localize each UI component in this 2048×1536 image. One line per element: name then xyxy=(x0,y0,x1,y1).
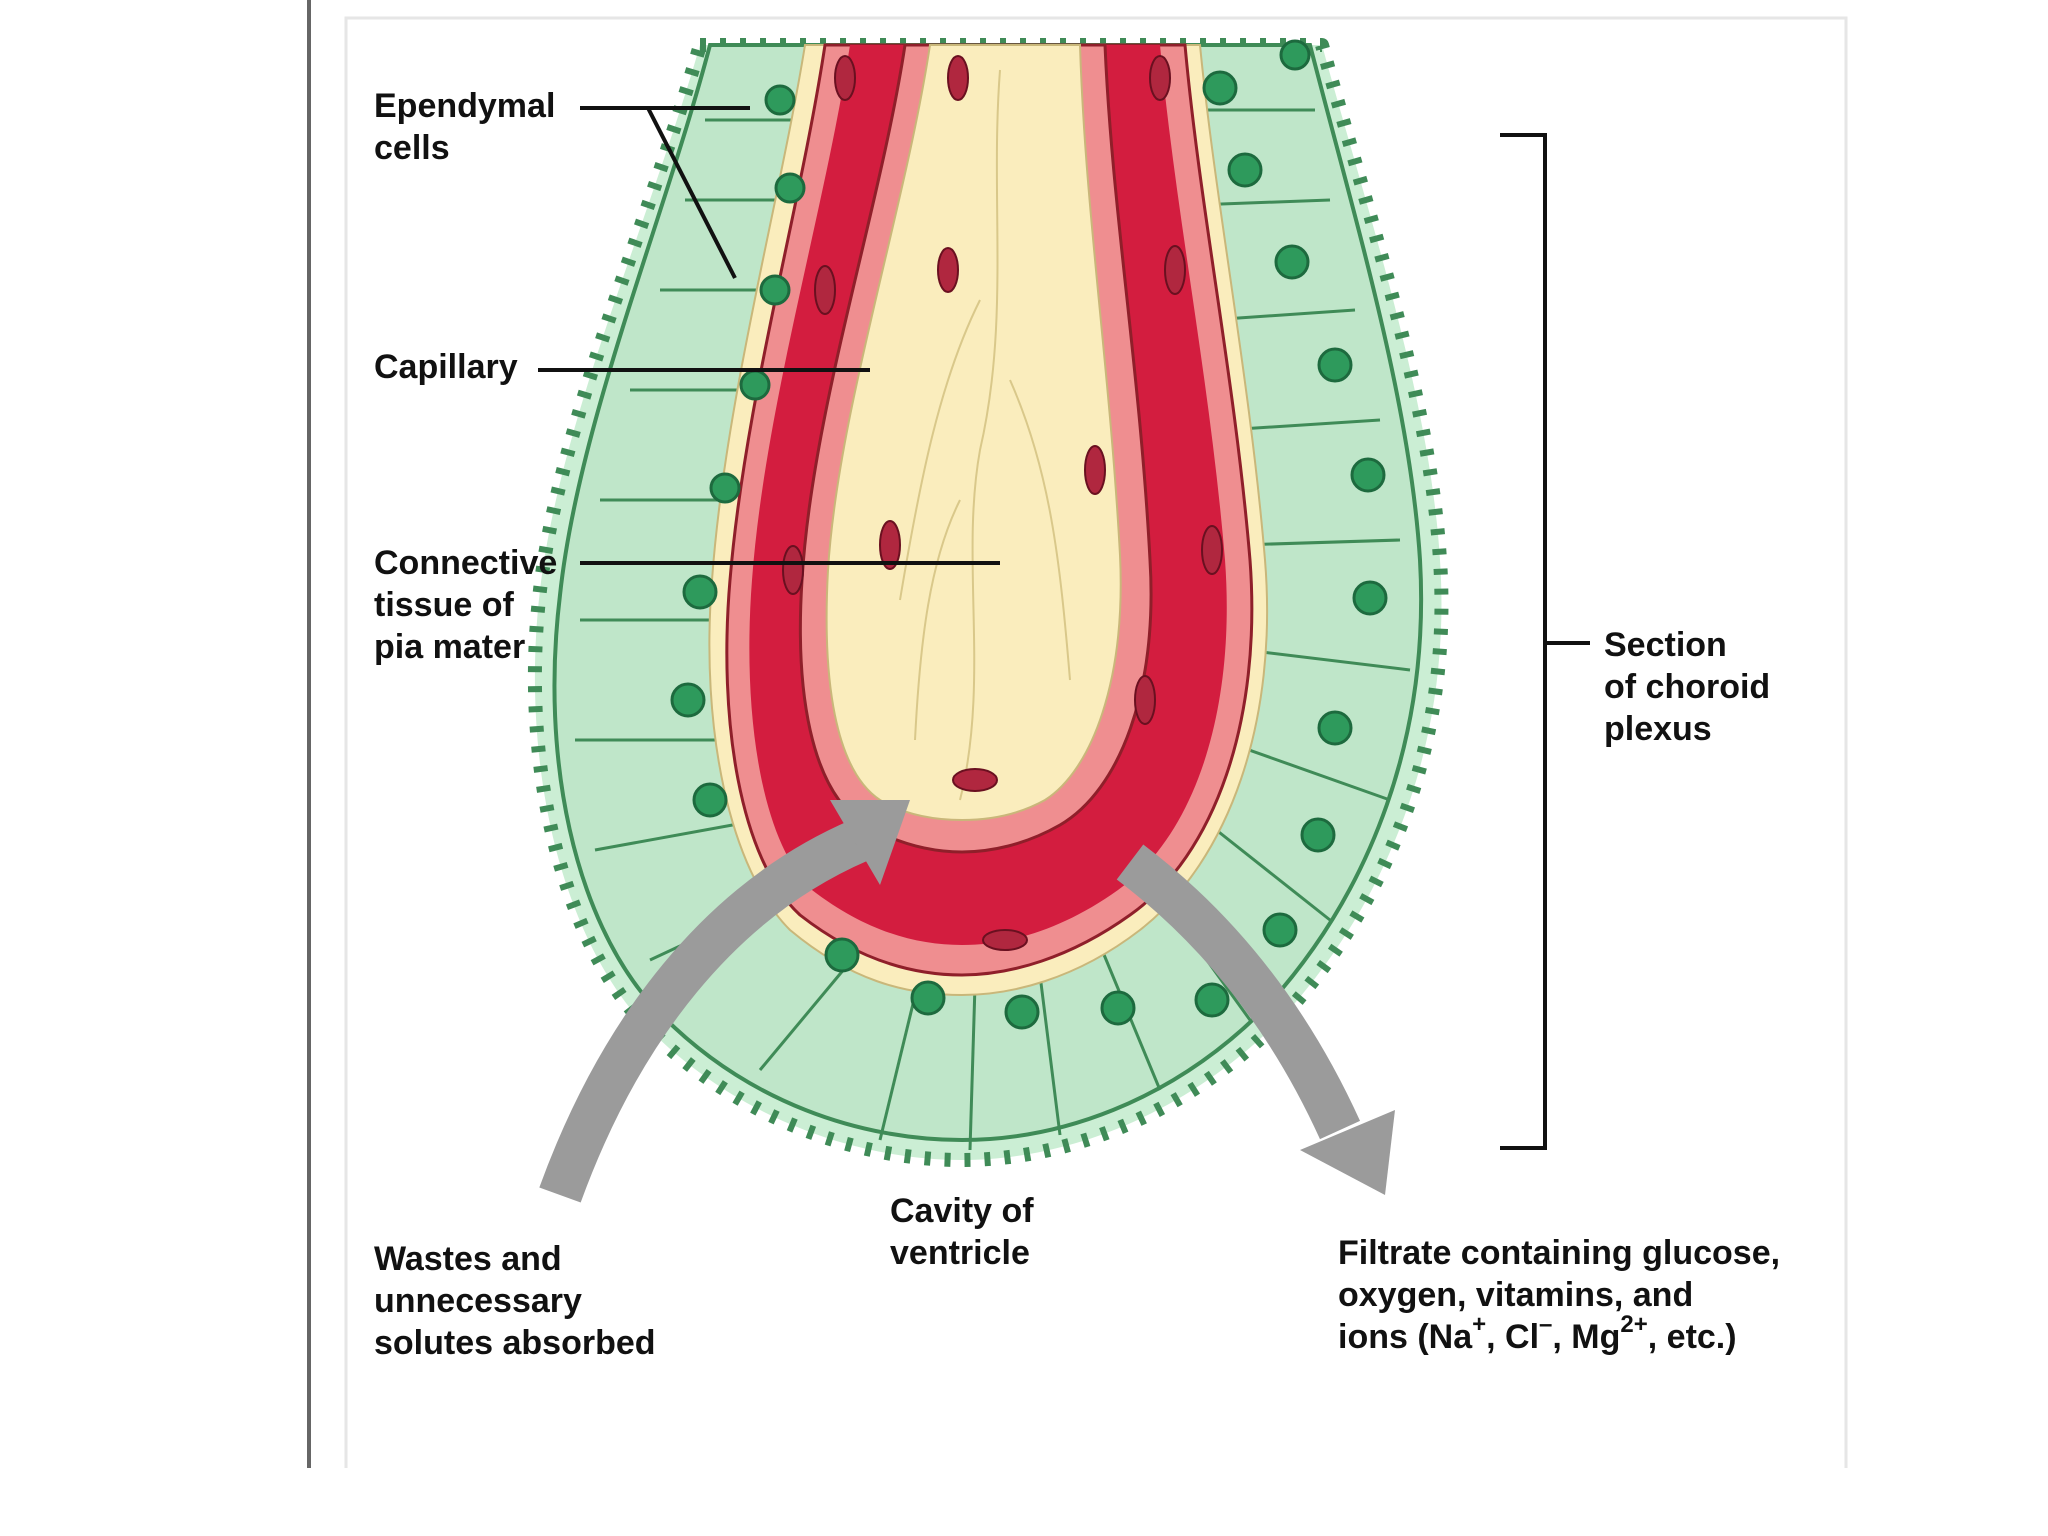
filtrate-label: Filtrate containing glucose, oxygen, vit… xyxy=(1338,1234,1781,1356)
connective-tissue-label: Connective tissue of pia mater xyxy=(374,544,558,666)
endothelial-nuclei xyxy=(782,55,1223,951)
ependymal-cells-label: Ependymal cells xyxy=(374,87,556,167)
ependymal-leader-diag xyxy=(646,107,737,279)
capillary-label: Capillary xyxy=(374,348,518,386)
absorption-arrow xyxy=(539,800,910,1203)
connective-fibers xyxy=(899,69,1071,801)
capillary xyxy=(725,43,1254,977)
core-connective xyxy=(825,44,1122,822)
leader-lines xyxy=(538,106,1590,1150)
wastes-label: Wastes and unnecessary solutes absorbed xyxy=(374,1240,656,1362)
secretion-arrow xyxy=(1116,844,1395,1195)
ventricle-cavity-label: Cavity of ventricle xyxy=(890,1192,1034,1272)
ependymal-nuclei xyxy=(670,39,1388,1030)
figure-frame xyxy=(307,0,1848,1468)
section-bracket xyxy=(1500,133,1547,1150)
choroid-plexus-section-label: Section of choroid plexus xyxy=(1604,626,1771,748)
